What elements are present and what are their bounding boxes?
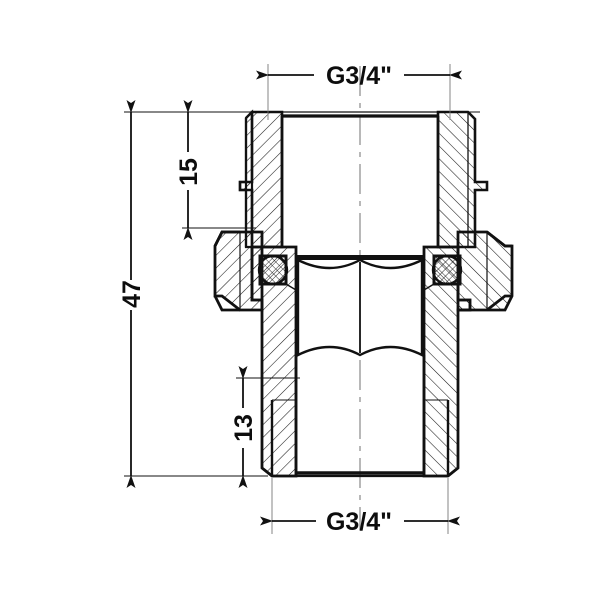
o-ring-seal-left <box>257 254 289 286</box>
dimension-top-thread: G3/4" <box>256 62 462 120</box>
lower-left-wall <box>250 245 298 478</box>
lower-bore <box>272 355 448 478</box>
dimension-label-upper-thread-length: 15 <box>175 158 203 186</box>
dimension-label-lower-thread-length: 13 <box>230 414 258 442</box>
center-bore-thread <box>296 258 424 357</box>
dimension-label-bottom-thread: G3/4" <box>326 508 392 536</box>
dimension-upper-thread-length: 15 <box>175 100 256 240</box>
dimension-label-overall-height: 47 <box>118 280 146 308</box>
dimension-label-top-thread: G3/4" <box>326 62 392 90</box>
dimension-bottom-thread: G3/4" <box>260 478 460 536</box>
dimension-overall-height: 47 <box>118 100 480 488</box>
dimension-lower-thread-length: 13 <box>230 366 300 488</box>
hex-flange-right <box>456 230 514 312</box>
upper-right-wall <box>436 110 489 249</box>
o-ring-seal-right <box>431 254 463 286</box>
internal-step-details <box>261 283 459 300</box>
upper-left-wall <box>238 109 284 249</box>
fitting-body <box>213 109 514 478</box>
